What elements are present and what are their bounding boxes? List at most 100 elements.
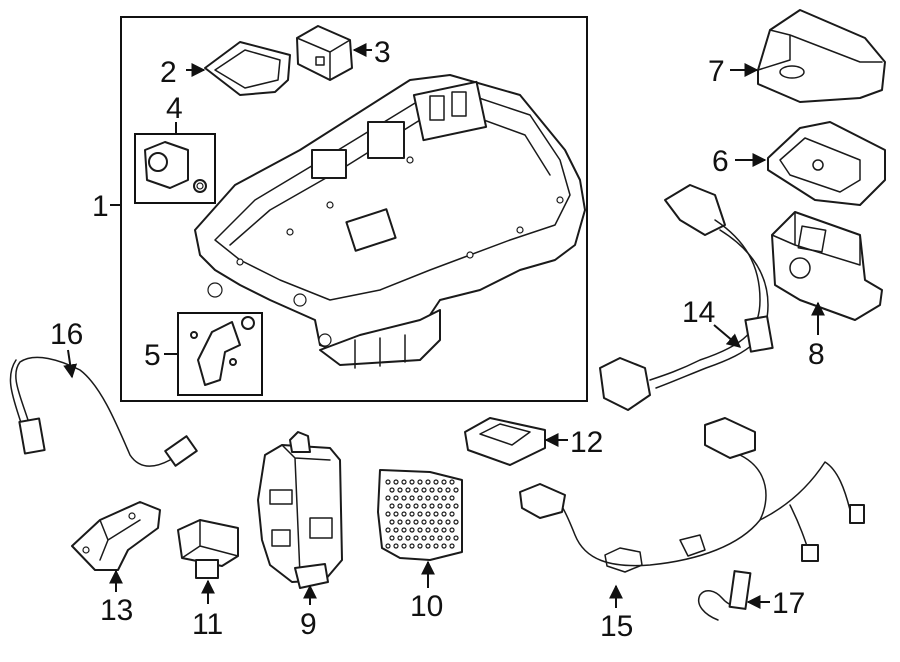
- perforation-hole: [405, 535, 411, 541]
- callout-13: 13: [100, 594, 133, 627]
- harness-part-15: [519, 417, 865, 573]
- perforation-hole: [425, 479, 431, 485]
- perforation-hole: [445, 503, 451, 509]
- perforation-hole: [405, 519, 411, 525]
- perforation-hole: [421, 503, 427, 509]
- perforation-hole: [401, 527, 407, 533]
- perforation-hole: [393, 511, 399, 517]
- leader-16: [63, 349, 78, 379]
- perforation-hole: [393, 543, 399, 549]
- perforation-hole: [453, 519, 459, 525]
- perforation-hole: [441, 543, 447, 549]
- bracket-part-13: [71, 501, 161, 571]
- perforation-hole: [441, 527, 447, 533]
- perforation-hole: [397, 487, 403, 493]
- perforation-hole: [437, 519, 443, 525]
- perforation-hole: [385, 479, 391, 485]
- assembly-frame: [120, 16, 588, 402]
- perforation-hole: [393, 527, 399, 533]
- perforation-hole: [401, 479, 407, 485]
- perforation-hole: [449, 527, 455, 533]
- sensor-part-17: [698, 570, 752, 621]
- perforation-hole: [429, 519, 435, 525]
- perforation-hole: [385, 527, 391, 533]
- junction-part-8: [771, 211, 883, 321]
- perforation-hole: [429, 487, 435, 493]
- callout-15: 15: [600, 610, 633, 643]
- power-module: [194, 74, 586, 369]
- perforation-hole: [409, 495, 415, 501]
- perforation-hole: [429, 535, 435, 541]
- module-part-6: [767, 121, 886, 206]
- shield-part-10: [377, 469, 463, 561]
- perforation-hole: [421, 487, 427, 493]
- perforation-hole: [437, 487, 443, 493]
- perforation-hole: [449, 479, 455, 485]
- perforation-hole: [441, 511, 447, 517]
- perforation-hole: [409, 511, 415, 517]
- callout-16: 16: [50, 318, 83, 351]
- perforation-hole: [405, 503, 411, 509]
- callout-1: 1: [92, 190, 109, 223]
- perforation-hole: [389, 487, 395, 493]
- perforation-hole: [449, 543, 455, 549]
- perforation-hole: [385, 495, 391, 501]
- perforation-hole: [417, 495, 423, 501]
- perforation-hole: [433, 527, 439, 533]
- valve-part-4: [144, 141, 207, 193]
- perforation-hole: [393, 495, 399, 501]
- perforation-hole: [409, 527, 415, 533]
- perforation-hole: [441, 479, 447, 485]
- cover-part-3: [296, 25, 353, 81]
- perforation-hole: [425, 511, 431, 517]
- perforation-hole: [393, 479, 399, 485]
- perforation-hole: [385, 511, 391, 517]
- callout-11: 11: [192, 608, 223, 641]
- perforation-hole: [401, 495, 407, 501]
- sensor-cable-part-16: [9, 356, 198, 467]
- perforation-hole: [433, 495, 439, 501]
- perforation-hole: [433, 479, 439, 485]
- perforation-hole: [453, 535, 459, 541]
- perforation-hole: [397, 503, 403, 509]
- perforation-hole: [417, 511, 423, 517]
- perforation-hole: [401, 511, 407, 517]
- perforation-hole: [417, 527, 423, 533]
- leader-14: [713, 324, 742, 348]
- module-part-11: [177, 519, 239, 579]
- perforation-hole: [389, 535, 395, 541]
- perforation-hole: [401, 543, 407, 549]
- callout-7: 7: [708, 55, 725, 88]
- perforation-hole: [425, 527, 431, 533]
- perforation-hole: [429, 503, 435, 509]
- callout-9: 9: [300, 608, 317, 641]
- perforation-hole: [389, 519, 395, 525]
- callout-10: 10: [410, 590, 443, 623]
- perforation-hole: [413, 535, 419, 541]
- callout-5: 5: [144, 339, 161, 372]
- perforation-hole: [397, 519, 403, 525]
- callout-6: 6: [712, 145, 729, 178]
- perforation-hole: [405, 487, 411, 493]
- perforation-hole: [385, 543, 391, 549]
- perforation-hole: [437, 503, 443, 509]
- perforation-hole: [445, 487, 451, 493]
- perforation-hole: [421, 519, 427, 525]
- callout-12: 12: [570, 426, 603, 459]
- callout-4: 4: [166, 92, 183, 125]
- perforation-hole: [417, 479, 423, 485]
- callout-2: 2: [160, 56, 177, 89]
- perforation-hole: [453, 487, 459, 493]
- perforation-hole: [433, 543, 439, 549]
- callout-14: 14: [682, 296, 715, 329]
- perforation-hole: [453, 503, 459, 509]
- cable-part-14: [599, 184, 774, 411]
- perforation-hole: [409, 543, 415, 549]
- perforation-hole: [433, 511, 439, 517]
- callout-17: 17: [772, 587, 805, 620]
- perforation-hole: [413, 519, 419, 525]
- perforation-hole: [417, 543, 423, 549]
- perforation-hole: [425, 543, 431, 549]
- perforation-hole: [425, 495, 431, 501]
